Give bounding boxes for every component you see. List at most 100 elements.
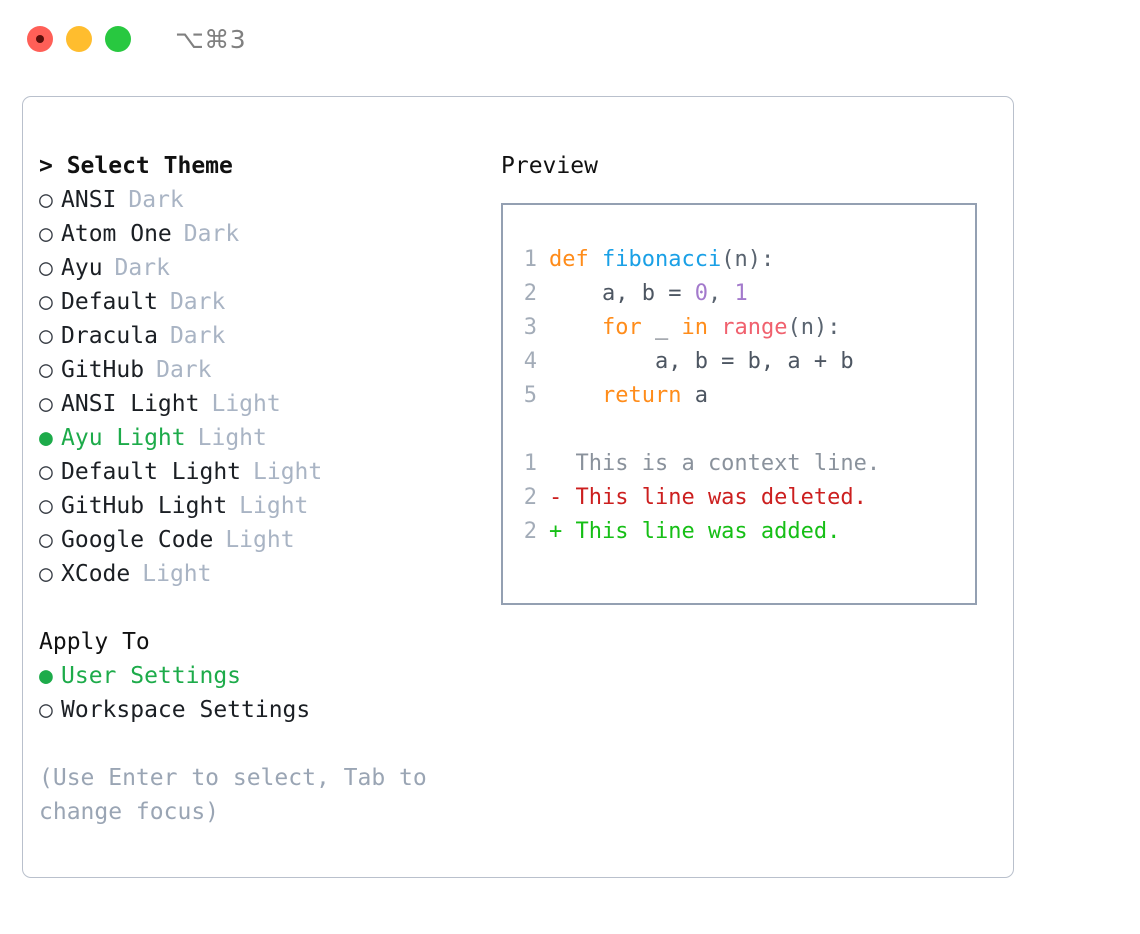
code-token: in — [681, 315, 708, 340]
radio-unselected-icon: ○ — [39, 391, 53, 417]
radio-unselected-icon: ○ — [39, 187, 53, 213]
apply-option-1[interactable]: ○ Workspace Settings — [39, 693, 479, 727]
option-variant-tag: Light — [142, 561, 212, 587]
code-token: fibonacci — [601, 247, 722, 272]
diff-line-text: This is a context line. — [549, 451, 881, 476]
option-variant-tag: Light — [225, 527, 295, 553]
code-line: 1 def fibonacci(n): — [503, 243, 975, 277]
code-token: range — [721, 315, 788, 340]
option-variant-tag: Dark — [114, 255, 170, 281]
theme-option-5[interactable]: ○ GitHub Dark — [39, 353, 479, 387]
option-label: User Settings — [61, 663, 242, 689]
select-theme-header: > Select Theme — [39, 153, 233, 179]
option-label: Workspace Settings — [61, 697, 311, 723]
code-line-text: a, b = 0, 1 — [549, 277, 748, 311]
option-variant-tag: Dark — [183, 221, 240, 247]
radio-unselected-icon: ○ — [39, 289, 53, 315]
diff-line: 2+ This line was added. — [503, 515, 975, 549]
code-line-text: for _ in range(n): — [549, 311, 840, 345]
option-label: Ayu Light — [61, 425, 186, 451]
code-diff-spacer — [503, 413, 975, 447]
option-variant-tag: Dark — [169, 323, 226, 349]
radio-selected-icon: ● — [39, 663, 53, 689]
option-variant-tag: Dark — [156, 357, 212, 383]
close-button[interactable] — [27, 26, 53, 52]
radio-unselected-icon: ○ — [39, 459, 53, 485]
theme-option-9[interactable]: ○ GitHub Light Light — [39, 489, 479, 523]
code-token — [708, 315, 721, 340]
radio-selected-icon: ● — [39, 425, 53, 451]
theme-option-1[interactable]: ○ Atom One Dark — [39, 217, 479, 251]
code-line-number: 4 — [523, 349, 537, 374]
theme-option-4[interactable]: ○ Dracula Dark — [39, 319, 479, 353]
keyboard-shortcut-label: ⌥⌘3 — [175, 24, 247, 54]
radio-unselected-icon: ○ — [39, 697, 53, 723]
zoom-button[interactable] — [105, 26, 131, 52]
minimize-button[interactable] — [66, 26, 92, 52]
code-line: 3 for _ in range(n): — [503, 311, 975, 345]
theme-option-10[interactable]: ○ Google Code Light — [39, 523, 479, 557]
code-token: a — [681, 383, 708, 408]
diff-line: 2- This line was deleted. — [503, 481, 975, 515]
radio-unselected-icon: ○ — [39, 527, 53, 553]
option-label: GitHub Light — [61, 493, 228, 519]
code-line-number: 3 — [523, 315, 537, 340]
radio-unselected-icon: ○ — [39, 561, 53, 587]
option-variant-tag: Light — [253, 459, 323, 485]
code-token — [549, 315, 602, 340]
code-token: return — [601, 383, 682, 408]
option-label: Dracula — [61, 323, 158, 349]
code-line-text: def fibonacci(n): — [549, 243, 774, 277]
radio-unselected-icon: ○ — [39, 493, 53, 519]
diff-sample: 1 This is a context line.2- This line wa… — [503, 447, 975, 549]
diff-line-text: - This line was deleted. — [549, 485, 867, 510]
code-line: 5 return a — [503, 379, 975, 413]
option-label: Google Code — [61, 527, 214, 553]
option-label: XCode — [61, 561, 131, 587]
option-label: ANSI — [61, 187, 117, 213]
code-token: _ — [641, 315, 682, 340]
option-variant-tag: Light — [197, 425, 267, 451]
option-label: Default — [61, 289, 158, 315]
option-variant-tag: Light — [239, 493, 309, 519]
window-controls — [27, 26, 131, 52]
apply-option-0[interactable]: ● User Settings — [39, 659, 479, 693]
code-line-number: 1 — [523, 247, 537, 272]
option-label: Ayu — [61, 255, 103, 281]
window-titlebar: ⌥⌘3 — [0, 0, 1140, 78]
radio-unselected-icon: ○ — [39, 221, 53, 247]
option-label: Atom One — [61, 221, 172, 247]
code-line-number: 5 — [523, 383, 537, 408]
code-token: 1 — [734, 281, 748, 306]
radio-unselected-icon: ○ — [39, 357, 53, 383]
theme-option-11[interactable]: ○ XCode Light — [39, 557, 479, 591]
code-line: 4 a, b = b, a + b — [503, 345, 975, 379]
section-spacer — [39, 591, 479, 625]
code-token: , — [707, 281, 735, 306]
diff-line-number: 1 — [523, 451, 537, 476]
apply-to-option-list: ● User Settings ○ Workspace Settings — [39, 659, 479, 727]
radio-unselected-icon: ○ — [39, 323, 53, 349]
code-line-number: 2 — [523, 281, 537, 306]
diff-line: 1 This is a context line. — [503, 447, 975, 481]
option-variant-tag: Light — [211, 391, 281, 417]
code-token: a, b = b, a + b — [549, 349, 854, 374]
code-line-text: return a — [549, 379, 708, 413]
theme-option-7[interactable]: ● Ayu Light Light — [39, 421, 479, 455]
code-line: 2 a, b = 0, 1 — [503, 277, 975, 311]
radio-unselected-icon: ○ — [39, 255, 53, 281]
keyboard-hint-text: (Use Enter to select, Tab to change focu… — [39, 765, 427, 825]
theme-option-2[interactable]: ○ Ayu Dark — [39, 251, 479, 285]
option-label: GitHub — [61, 357, 145, 383]
code-token: def — [549, 247, 602, 272]
diff-line-number: 2 — [523, 519, 537, 544]
